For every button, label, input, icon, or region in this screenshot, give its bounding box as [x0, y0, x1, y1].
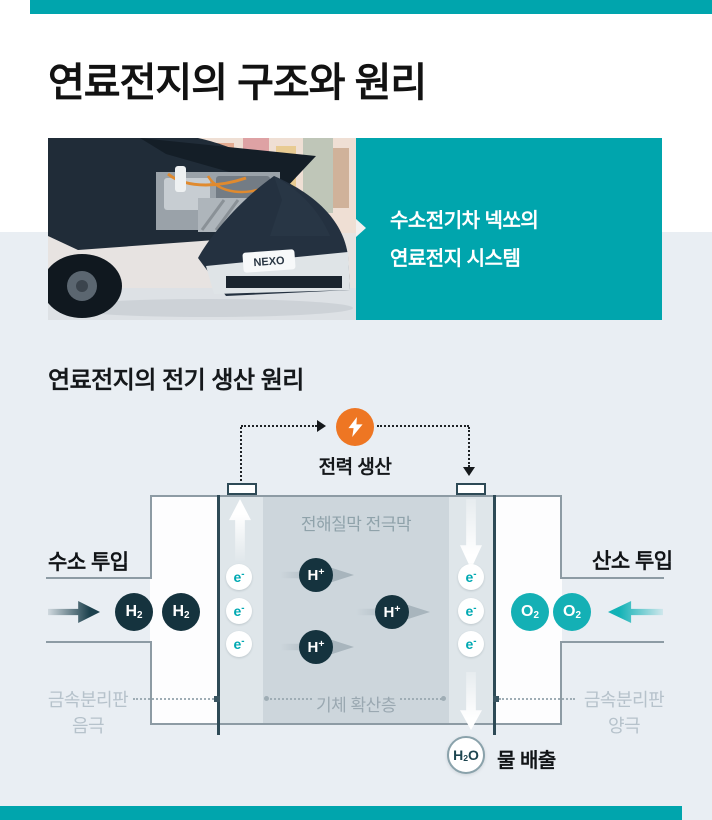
electron: e- [226, 598, 252, 624]
oxygen-pipe-top [560, 577, 664, 579]
electron: e- [226, 564, 252, 590]
left-power-arrowhead-icon [317, 420, 326, 432]
oxygen-input-label: 산소 투입 [592, 550, 673, 573]
cell-border-bottom [150, 723, 562, 725]
left-power-connector-horizontal [241, 425, 317, 427]
cell-border-right-lower [560, 641, 562, 725]
left-power-connector-vertical [240, 427, 242, 481]
hero-caption-line1: 수소전기차 넥쏘의 [390, 210, 539, 232]
hydrogen-pipe-bottom [46, 641, 152, 643]
anode-plate-connector [133, 698, 214, 700]
electron: e- [458, 598, 484, 624]
cathode-plate-edge [493, 495, 496, 735]
oxygen-pipe-bottom [560, 641, 664, 643]
right-power-connector-vertical [468, 427, 470, 467]
hydrogen-pipe-top [46, 577, 152, 579]
anode-plate-edge [217, 495, 220, 735]
section-title: 연료전지의 전기 생산 원리 [48, 367, 304, 394]
car-badge-text: NEXO [253, 255, 285, 269]
cathode-plate-label: 금속분리판 양극 [583, 690, 665, 736]
h-ion: H+ [375, 595, 409, 629]
electron: e- [458, 564, 484, 590]
anode-terminal-tab [227, 483, 257, 495]
diffusion-dot-left [264, 696, 269, 701]
cell-border-top [150, 495, 562, 497]
diffusion-dot-right [441, 696, 446, 701]
h-ion: H+ [299, 630, 333, 664]
top-accent-bar [30, 0, 712, 14]
diffusion-dash-left [270, 698, 312, 700]
right-power-arrowhead-icon [463, 467, 475, 476]
electron: e- [226, 631, 252, 657]
h-ion: H+ [299, 558, 333, 592]
anode-plate-connector-dot [214, 696, 220, 702]
water-output-label: 물 배출 [497, 750, 556, 772]
membrane-label: 전해질막 전극막 [300, 515, 412, 534]
lightning-icon [347, 417, 363, 437]
power-generation-circle [336, 408, 374, 446]
cathode-terminal-tab [456, 483, 486, 495]
bottom-accent-bar [0, 806, 682, 820]
cell-border-left-upper [150, 495, 152, 579]
cathode-plate-connector [499, 698, 575, 700]
electron: e- [458, 631, 484, 657]
car-engine-photo-illustration: NEXO [48, 138, 356, 320]
cathode-plate-connector-dot [493, 696, 499, 702]
hydrogen-input-label: 수소 투입 [48, 551, 129, 574]
power-generation-label: 전력 생산 [318, 457, 392, 478]
page-title: 연료전지의 구조와 원리 [48, 61, 427, 105]
right-power-connector-horizontal [377, 425, 469, 427]
hero-caption-box: 수소전기차 넥쏘의 연료전지 시스템 [356, 138, 662, 320]
diffusion-dash-right [400, 698, 442, 700]
cell-border-left-lower [150, 641, 152, 725]
cell-border-right-upper [560, 495, 562, 579]
car-photo: NEXO [48, 138, 356, 320]
caption-notch [356, 219, 366, 237]
hero-caption-line2: 연료전지 시스템 [390, 248, 521, 270]
gas-diffusion-label: 기체 확산층 [316, 696, 396, 715]
anode-plate-label: 금속분리판 음극 [47, 690, 129, 736]
